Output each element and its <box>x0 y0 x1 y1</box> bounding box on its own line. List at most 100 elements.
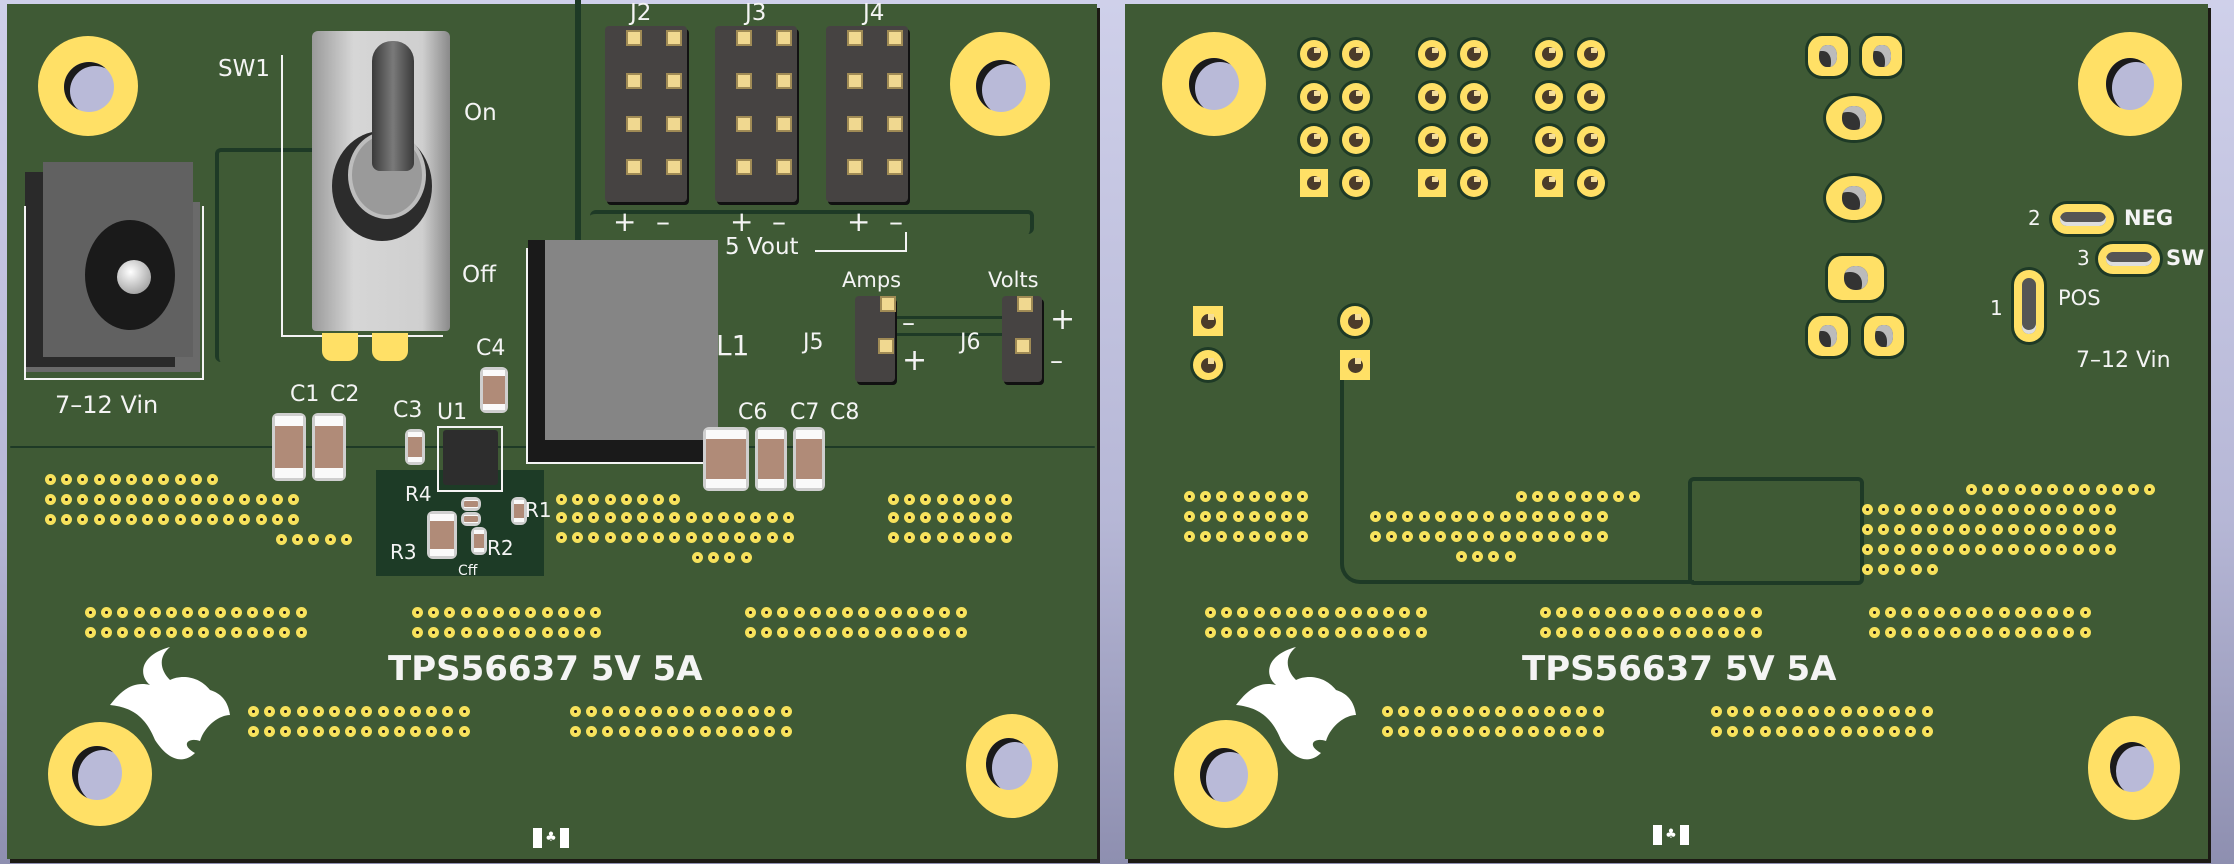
jack-pad-back-1 <box>1826 96 1882 140</box>
via <box>1894 564 1906 575</box>
j3-plus: + <box>730 205 754 238</box>
via <box>190 474 202 485</box>
via <box>888 494 899 505</box>
via <box>1580 511 1592 522</box>
via <box>620 494 632 505</box>
toggle-switch[interactable] <box>312 31 450 331</box>
via <box>77 474 89 485</box>
switch-lever[interactable] <box>372 41 414 171</box>
via <box>1604 627 1616 638</box>
board-title-front: TPS56637 5V 5A <box>388 649 703 689</box>
header-j3[interactable] <box>715 26 797 202</box>
via <box>1943 544 1954 555</box>
bull-head-logo-icon <box>110 647 230 760</box>
via <box>308 534 320 545</box>
via <box>198 627 210 638</box>
via <box>1221 627 1233 638</box>
via <box>556 532 567 543</box>
header-j2[interactable] <box>605 26 687 202</box>
via <box>109 514 121 525</box>
header-pin <box>887 159 903 175</box>
j6-pin-2 <box>1015 338 1031 354</box>
via <box>1556 627 1568 638</box>
via <box>239 514 251 525</box>
via <box>1248 531 1260 542</box>
via <box>1824 706 1836 717</box>
pin1-pos-label: POS <box>2058 286 2101 310</box>
via <box>207 514 218 525</box>
inductor-l1-top <box>545 240 718 440</box>
via <box>101 627 113 638</box>
via <box>1604 607 1616 618</box>
via <box>2014 627 2026 638</box>
via <box>263 627 275 638</box>
via <box>1564 531 1576 542</box>
via <box>1248 491 1260 502</box>
c1-label: C1 <box>290 382 320 407</box>
via <box>1933 627 1945 638</box>
pin3-number: 3 <box>2077 246 2090 270</box>
via <box>1975 544 1987 555</box>
via <box>2024 524 2035 535</box>
via <box>1917 627 1929 638</box>
vout-bracket <box>815 232 907 252</box>
via <box>458 706 470 717</box>
via <box>1434 511 1446 522</box>
via <box>1414 726 1426 737</box>
via <box>264 726 276 737</box>
via <box>793 607 805 618</box>
via <box>2014 484 2026 495</box>
via <box>809 627 821 638</box>
via <box>1479 706 1491 717</box>
via <box>1718 627 1730 638</box>
via <box>2088 504 2100 515</box>
via <box>1402 531 1414 542</box>
via <box>1184 491 1195 502</box>
via <box>1718 607 1730 618</box>
via <box>93 494 105 505</box>
resistor-r2 <box>474 530 484 553</box>
capacitor-c7 <box>758 430 784 489</box>
via <box>907 607 918 618</box>
header-j4[interactable] <box>826 26 908 202</box>
j5-minus: – <box>902 308 915 338</box>
via <box>2128 484 2139 495</box>
via <box>509 627 521 638</box>
via <box>1200 531 1212 542</box>
header-pin <box>736 73 752 89</box>
via <box>207 494 218 505</box>
header-pin <box>736 116 752 132</box>
via <box>444 607 456 618</box>
via <box>377 706 389 717</box>
capacitor-c2 <box>315 416 343 479</box>
via <box>525 627 537 638</box>
header-pin <box>666 116 682 132</box>
through-hole-pad <box>1342 40 1370 68</box>
via <box>1592 706 1604 717</box>
via <box>1572 607 1584 618</box>
via <box>920 494 932 505</box>
via <box>271 514 283 525</box>
via <box>1750 627 1762 638</box>
via <box>1889 706 1901 717</box>
via <box>1966 484 1977 495</box>
via <box>1775 706 1787 717</box>
via <box>541 627 553 638</box>
pin2-neg-label: NEG <box>2124 206 2174 230</box>
via <box>1532 531 1543 542</box>
barrel-jack-pin <box>117 260 151 294</box>
via <box>1479 726 1491 737</box>
via <box>761 607 773 618</box>
header-pin <box>626 159 642 175</box>
via <box>541 607 553 618</box>
copper-pour-regulator <box>376 470 544 576</box>
via <box>292 534 304 545</box>
via <box>1564 511 1576 522</box>
via <box>239 494 251 505</box>
via <box>809 607 821 618</box>
barrel-jack[interactable] <box>24 162 205 380</box>
via <box>329 726 340 737</box>
via <box>1885 607 1897 618</box>
trace-vout <box>590 210 1034 234</box>
via <box>782 512 794 523</box>
